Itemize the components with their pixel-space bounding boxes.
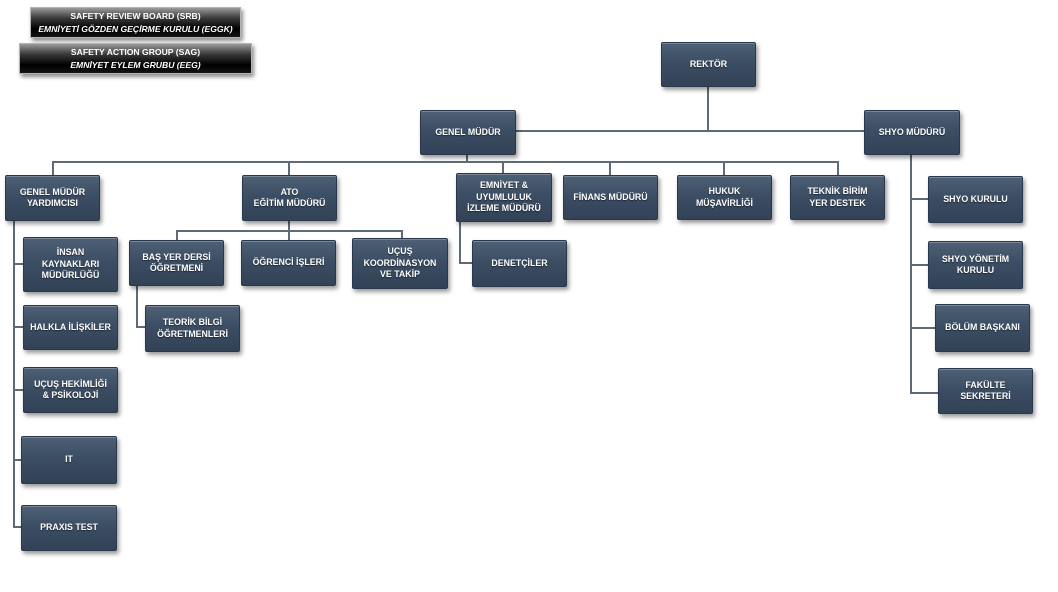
legend-safety-action-group: SAFETY ACTION GROUP (SAG) EMNİYET EYLEM … <box>19 43 252 74</box>
node-teknik-birim-yer-destek: TEKNİK BİRİM YER DESTEK <box>790 175 885 220</box>
node-ato-egitim-muduru: ATO EĞİTİM MÜDÜRÜ <box>242 175 337 221</box>
node-bas-yer-dersi-ogretmeni: BAŞ YER DERSİ ÖĞRETMENİ <box>129 240 224 286</box>
node-ogrenci-isleri: ÖĞRENCİ İŞLERİ <box>241 240 336 286</box>
connector-line <box>459 262 473 264</box>
node-denetciler: DENETÇİLER <box>472 240 567 287</box>
connector-line <box>13 326 23 328</box>
node-hukuk-musavirligi: HUKUK MÜŞAVİRLİĞİ <box>677 175 772 220</box>
connector-line <box>910 327 935 329</box>
connector-line <box>136 326 146 328</box>
legend-sag-turkish: EMNİYET EYLEM GRUBU (EEG) <box>70 59 201 70</box>
connector-line <box>401 230 403 239</box>
node-teorik-bilgi-ogretmenleri: TEORİK BİLGİ ÖĞRETMENLERİ <box>145 305 240 352</box>
node-ucus-koordinasyon-ve-takip: UÇUŞ KOORDİNASYON VE TAKİP <box>352 238 448 289</box>
node-shyo-yonetim-kurulu: SHYO YÖNETİM KURULU <box>928 241 1023 289</box>
node-praxis-test: PRAXIS TEST <box>21 505 117 551</box>
node-insan-kaynaklari-mudurlugu: İNSAN KAYNAKLARI MÜDÜRLÜĞÜ <box>23 237 118 292</box>
connector-line <box>910 155 912 394</box>
node-finans-muduru: FİNANS MÜDÜRÜ <box>563 175 658 220</box>
connector-line <box>13 459 23 461</box>
connector-line <box>723 161 725 176</box>
node-halkla-iliskiler: HALKLA İLİŞKİLER <box>23 305 118 350</box>
connector-line <box>502 161 504 174</box>
connector-line <box>288 230 290 241</box>
connector-line <box>707 87 709 132</box>
node-bolum-baskani: BÖLÜM BAŞKANI <box>935 304 1030 352</box>
node-shyo-mudur: SHYO MÜDÜRÜ <box>864 110 960 155</box>
connector-line <box>176 230 178 241</box>
connector-line <box>13 221 15 528</box>
node-it: IT <box>21 436 117 484</box>
legend-sag-english: SAFETY ACTION GROUP (SAG) <box>70 47 201 58</box>
node-genel-mudur: GENEL MÜDÜR <box>420 110 516 155</box>
node-shyo-kurulu: SHYO KURULU <box>928 176 1023 223</box>
connector-line <box>466 155 468 163</box>
connector-line <box>52 161 839 163</box>
legend-srb-english: SAFETY REVIEW BOARD (SRB) <box>70 11 201 22</box>
connector-line <box>459 222 461 264</box>
connector-line <box>910 264 928 266</box>
connector-line <box>13 526 23 528</box>
node-emniyet-uyumluluk-izleme-muduru: EMNİYET & UYUMLULUK İZLEME MÜDÜRÜ <box>456 173 552 222</box>
legend-srb-turkish: EMNİYETİ GÖZDEN GEÇİRME KURULU (EGGK) <box>38 23 233 34</box>
connector-line <box>837 161 839 176</box>
connector-line <box>910 198 928 200</box>
connector-line <box>514 130 866 132</box>
connector-line <box>52 161 54 176</box>
connector-line <box>609 161 611 176</box>
node-genel-mudur-yardimcisi: GENEL MÜDÜR YARDIMCISI <box>5 175 100 221</box>
node-ucus-hekimligi-psikoloji: UÇUŞ HEKİMLİĞİ & PSİKOLOJİ <box>23 367 118 413</box>
legend-safety-review-board: SAFETY REVIEW BOARD (SRB) EMNİYETİ GÖZDE… <box>30 7 241 38</box>
connector-line <box>13 389 23 391</box>
node-rektor: REKTÖR <box>661 42 756 87</box>
connector-line <box>136 286 138 328</box>
connector-line <box>910 392 938 394</box>
connector-line <box>288 221 290 232</box>
connector-line <box>13 263 23 265</box>
connector-line <box>288 161 290 176</box>
node-fakulte-sekreteri: FAKÜLTE SEKRETERİ <box>938 368 1033 414</box>
